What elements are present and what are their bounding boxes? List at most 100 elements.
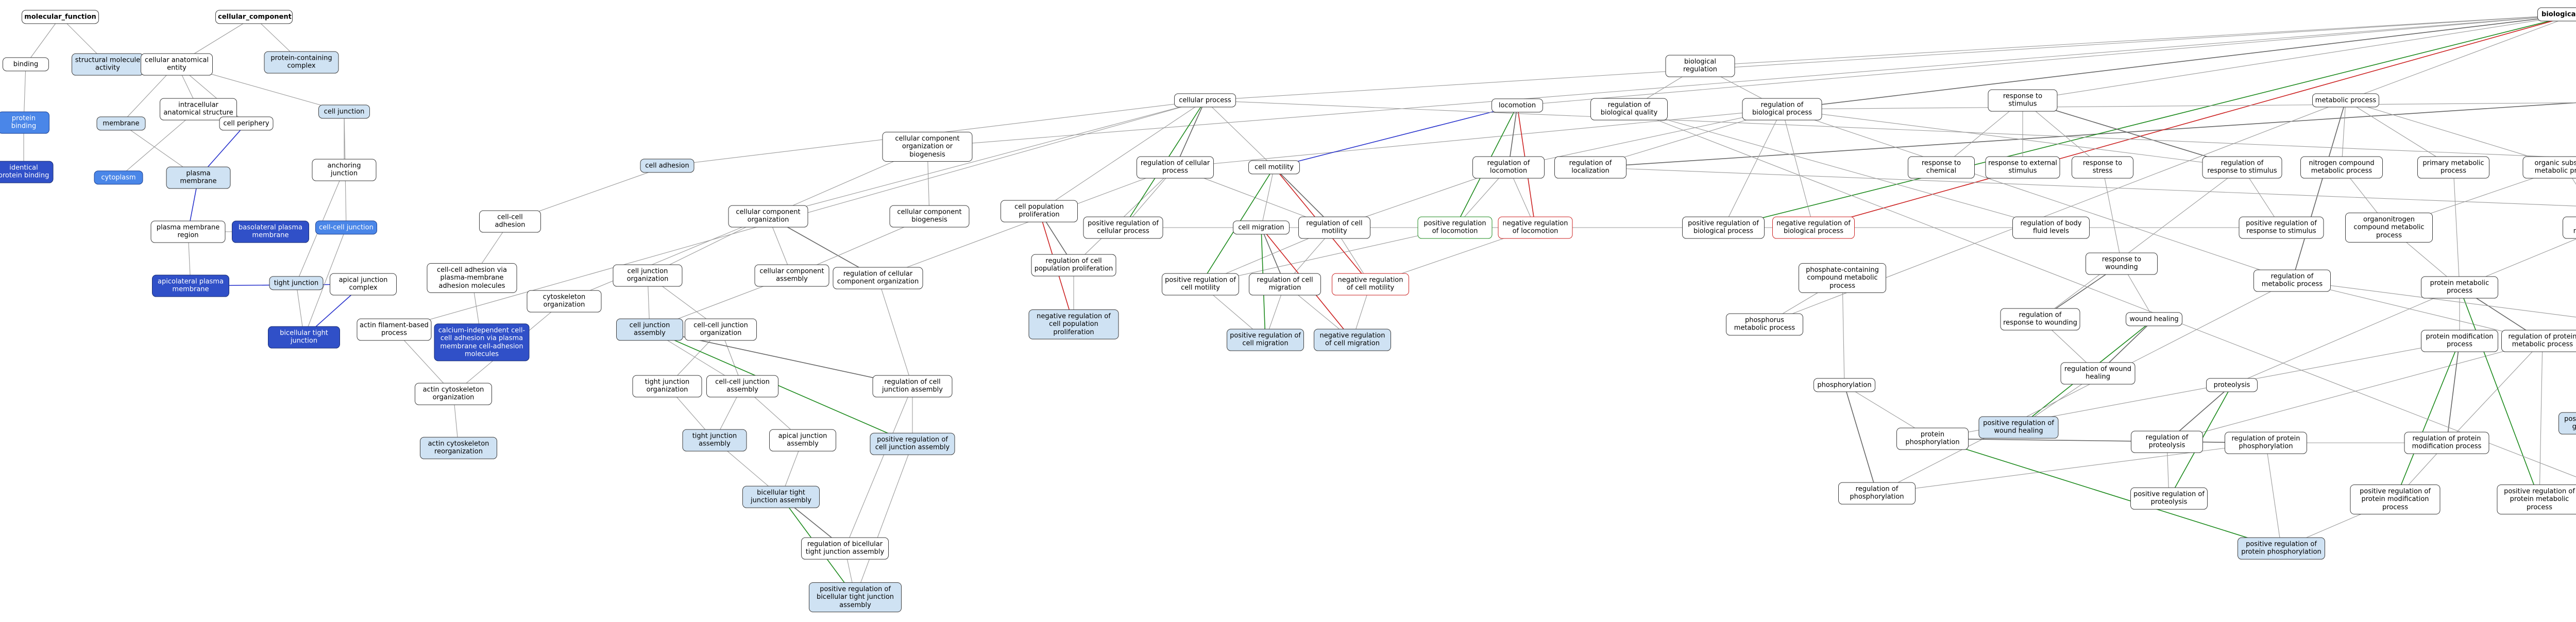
node-positive-regulation-of-protein-phosphorylation[interactable]: positive regulation of protein phosphory…	[2238, 537, 2325, 560]
node-identical-protein-binding[interactable]: identical protein binding	[0, 161, 54, 183]
node-cell-cell-junction-assembly[interactable]: cell-cell junction assembly	[706, 375, 778, 398]
node-regulation-of-cell-population-proliferation[interactable]: regulation of cell population proliferat…	[1031, 254, 1116, 277]
node-cellular-process[interactable]: cellular process	[1174, 93, 1236, 108]
node-cell-cell-adhesion[interactable]: cell-cell adhesion	[479, 210, 541, 233]
node-negative-regulation-of-cell-migration[interactable]: negative regulation of cell migration	[1314, 329, 1391, 351]
node-positive-regulation-of-proteolysis[interactable]: positive regulation of proteolysis	[2130, 487, 2208, 510]
node-regulation-of-metabolic-process[interactable]: regulation of metabolic process	[2253, 269, 2331, 292]
node-cellular-anatomical-entity[interactable]: cellular anatomical entity	[141, 53, 213, 76]
node-apicolateral-plasma-membrane[interactable]: apicolateral plasma membrane	[152, 274, 229, 297]
node-protein-phosphorylation[interactable]: protein phosphorylation	[1896, 427, 1969, 450]
node-protein-metabolic-process[interactable]: protein metabolic process	[2421, 276, 2498, 299]
node-cell-migration[interactable]: cell migration	[1233, 220, 1290, 235]
node-intracellular-anatomical-structure[interactable]: intracellular anatomical structure	[160, 98, 237, 120]
node-regulation-of-localization[interactable]: regulation of localization	[1554, 156, 1626, 179]
node-positive-regulation-of-cellular-process[interactable]: positive regulation of cellular process	[1083, 216, 1163, 239]
node-cytoplasm[interactable]: cytoplasm	[94, 170, 143, 185]
node-positive-regulation-of-cell-junction-assembly[interactable]: positive regulation of cell junction ass…	[870, 433, 955, 455]
node-cell-population-proliferation[interactable]: cell population proliferation	[1001, 200, 1078, 222]
node-phosphorus-metabolic-process[interactable]: phosphorus metabolic process	[1726, 313, 1803, 336]
node-regulation-of-cell-motility[interactable]: regulation of cell motility	[1298, 216, 1370, 239]
node-positive-regulation-of-cell-motility[interactable]: positive regulation of cell motility	[1162, 273, 1239, 296]
node-bicellular-tight-junction-assembly[interactable]: bicellular tight junction assembly	[742, 486, 820, 508]
node-cell-cell-junction[interactable]: cell-cell junction	[315, 220, 377, 235]
node-apical-junction-complex[interactable]: apical junction complex	[330, 273, 397, 296]
node-regulation-of-response-to-wounding[interactable]: regulation of response to wounding	[2000, 308, 2080, 331]
node-cellular-component-organization[interactable]: cellular component organization	[728, 205, 808, 228]
node-regulation-of-protein-metabolic-process[interactable]: regulation of protein metabolic process	[2501, 330, 2576, 352]
node-positive-regulation-of-wound-healing[interactable]: positive regulation of wound healing	[1978, 416, 2059, 439]
node-plasma-membrane[interactable]: plasma membrane	[166, 166, 231, 189]
node-calcium-independent-cell-cell-adhesion-via-plasma-membrane-cell-adhesion-molecules[interactable]: calcium-independent cell-cell adhesion v…	[434, 323, 530, 361]
node-regulation-of-biological-quality[interactable]: regulation of biological quality	[1590, 98, 1668, 120]
node-cell-motility[interactable]: cell motility	[1248, 160, 1300, 175]
node-cell-junction-organization[interactable]: cell junction organization	[613, 264, 683, 287]
node-positive-regulation-of-locomotion[interactable]: positive regulation of locomotion	[1417, 216, 1493, 239]
node-phosphate-containing-compound-metabolic-process[interactable]: phosphate-containing compound metabolic …	[1799, 263, 1886, 293]
node-regulation-of-wound-healing[interactable]: regulation of wound healing	[2060, 362, 2136, 385]
node-negative-regulation-of-locomotion[interactable]: negative regulation of locomotion	[1498, 216, 1573, 239]
node-positive-regulation-of-biological-process[interactable]: positive regulation of biological proces…	[1682, 216, 1765, 239]
node-regulation-of-body-fluid-levels[interactable]: regulation of body fluid levels	[2012, 216, 2090, 239]
node-molecular-function[interactable]: molecular_function	[22, 10, 99, 24]
node-binding[interactable]: binding	[3, 57, 49, 72]
node-positive-regulation-of-protein-modification-process[interactable]: positive regulation of protein modificat…	[2350, 485, 2441, 514]
node-anchoring-junction[interactable]: anchoring junction	[312, 159, 377, 181]
node-proteolysis[interactable]: proteolysis	[2206, 378, 2258, 392]
node-regulation-of-bicellular-tight-junction-assembly[interactable]: regulation of bicellular tight junction …	[801, 537, 889, 560]
node-cell-adhesion[interactable]: cell adhesion	[640, 159, 694, 173]
node-primary-metabolic-process[interactable]: primary metabolic process	[2417, 156, 2489, 179]
node-basolateral-plasma-membrane[interactable]: basolateral plasma membrane	[232, 220, 309, 243]
node-positive-regulation-of-gene-expression[interactable]: positive regulation of gene expression	[2558, 412, 2576, 435]
node-actin-cytoskeleton-organization[interactable]: actin cytoskeleton organization	[415, 383, 492, 405]
node-locomotion[interactable]: locomotion	[1492, 98, 1543, 113]
node-positive-regulation-of-protein-metabolic-process[interactable]: positive regulation of protein metabolic…	[2497, 485, 2576, 514]
node-response-to-wounding[interactable]: response to wounding	[2086, 252, 2158, 275]
node-tight-junction[interactable]: tight junction	[269, 276, 324, 290]
node-cellular-component-assembly[interactable]: cellular component assembly	[754, 264, 829, 287]
node-actin-filament-based-process[interactable]: actin filament-based process	[357, 318, 432, 341]
node-regulation-of-biological-process[interactable]: regulation of biological process	[1742, 98, 1822, 120]
node-protein-modification-process[interactable]: protein modification process	[2421, 330, 2498, 352]
node-cytoskeleton-organization[interactable]: cytoskeleton organization	[527, 290, 602, 313]
node-regulation-of-cell-junction-assembly[interactable]: regulation of cell junction assembly	[872, 375, 953, 398]
node-phosphorylation[interactable]: phosphorylation	[1814, 378, 1875, 392]
node-regulation-of-cellular-process[interactable]: regulation of cellular process	[1137, 156, 1214, 179]
node-organonitrogen-compound-metabolic-process[interactable]: organonitrogen compound metabolic proces…	[2345, 213, 2433, 243]
node-biological-process[interactable]: biological_process	[2537, 7, 2576, 22]
node-regulation-of-locomotion[interactable]: regulation of locomotion	[1472, 156, 1545, 179]
node-biological-regulation[interactable]: biological regulation	[1665, 55, 1735, 77]
node-cellular-component-biogenesis[interactable]: cellular component biogenesis	[889, 205, 970, 228]
node-cell-junction[interactable]: cell junction	[318, 105, 370, 119]
node-tight-junction-organization[interactable]: tight junction organization	[632, 375, 702, 398]
node-metabolic-process[interactable]: metabolic process	[2312, 93, 2379, 108]
node-negative-regulation-of-biological-process[interactable]: negative regulation of biological proces…	[1772, 216, 1855, 239]
node-protein-containing-complex[interactable]: protein-containing complex	[264, 51, 339, 74]
node-regulation-of-proteolysis[interactable]: regulation of proteolysis	[2131, 430, 2203, 453]
node-wound-healing[interactable]: wound healing	[2126, 312, 2182, 326]
node-actin-cytoskeleton-reorganization[interactable]: actin cytoskeleton reorganization	[420, 437, 497, 459]
node-apical-junction-assembly[interactable]: apical junction assembly	[769, 429, 836, 452]
node-macromolecule-metabolic-process[interactable]: macromolecule metabolic process	[2563, 216, 2576, 239]
node-bicellular-tight-junction[interactable]: bicellular tight junction	[268, 326, 340, 349]
node-response-to-external-stimulus[interactable]: response to external stimulus	[1985, 156, 2060, 179]
node-plasma-membrane-region[interactable]: plasma membrane region	[150, 220, 226, 243]
node-cell-cell-junction-organization[interactable]: cell-cell junction organization	[685, 318, 757, 341]
node-response-to-stress[interactable]: response to stress	[2072, 156, 2133, 179]
node-regulation-of-protein-modification-process[interactable]: regulation of protein modification proce…	[2404, 431, 2489, 454]
node-regulation-of-protein-phosphorylation[interactable]: regulation of protein phosphorylation	[2225, 431, 2307, 454]
node-structural-molecule-activity[interactable]: structural molecule activity	[72, 53, 144, 76]
node-cell-cell-adhesion-via-plasma-membrane-adhesion-molecules[interactable]: cell-cell adhesion via plasma-membrane a…	[427, 263, 517, 293]
node-positive-regulation-of-cell-migration[interactable]: positive regulation of cell migration	[1227, 329, 1304, 351]
node-cell-junction-assembly[interactable]: cell junction assembly	[616, 318, 683, 341]
node-tight-junction-assembly[interactable]: tight junction assembly	[682, 429, 747, 452]
node-regulation-of-phosphorylation[interactable]: regulation of phosphorylation	[1838, 482, 1916, 505]
node-organic-substance-metabolic-process[interactable]: organic substance metabolic process	[2522, 156, 2576, 179]
node-membrane[interactable]: membrane	[96, 116, 146, 131]
node-negative-regulation-of-cell-motility[interactable]: negative regulation of cell motility	[1332, 273, 1409, 296]
node-regulation-of-cell-migration[interactable]: regulation of cell migration	[1249, 273, 1321, 296]
node-response-to-chemical[interactable]: response to chemical	[1908, 156, 1975, 179]
node-regulation-of-response-to-stimulus[interactable]: regulation of response to stimulus	[2202, 156, 2282, 179]
node-cellular-component[interactable]: cellular_component	[215, 10, 293, 24]
node-regulation-of-cellular-component-organization[interactable]: regulation of cellular component organiz…	[833, 267, 923, 289]
